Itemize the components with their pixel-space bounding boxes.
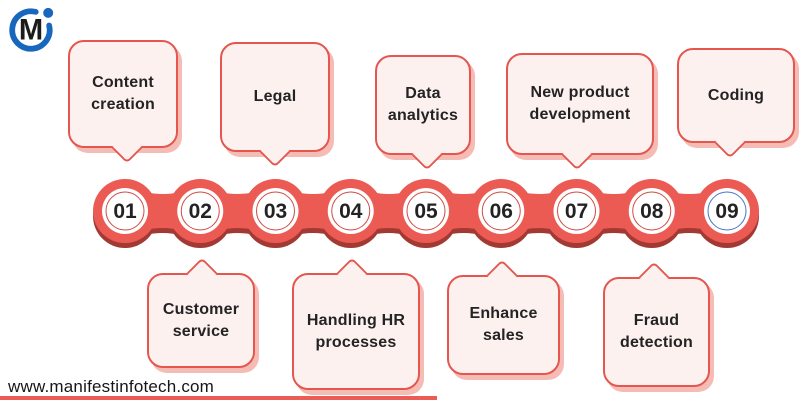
website-url: www.manifestinfotech.com	[8, 377, 215, 396]
node-number: 01	[113, 200, 137, 223]
callout-tail	[259, 136, 291, 168]
node-ring	[632, 191, 672, 231]
node-inner-circle	[252, 188, 299, 234]
node-number: 05	[414, 200, 438, 223]
node-inner-circle	[553, 188, 600, 234]
callout-tail	[638, 261, 670, 293]
node-inner-circle	[628, 188, 675, 234]
node-ring	[105, 191, 145, 231]
logo-ring	[9, 8, 53, 52]
callout-tail	[336, 257, 368, 289]
process-chain: 01 02 03 04 05 06 07 08 09	[93, 179, 759, 248]
callout-label: Handling HR processes	[306, 311, 406, 351]
callout-legal: Legal	[220, 42, 330, 168]
callout-label: Customer service	[162, 300, 240, 340]
callout-tail	[186, 257, 218, 289]
callout-tail	[486, 259, 518, 291]
callout-new-product-development: New product development	[506, 53, 654, 171]
node-number: 09	[715, 200, 738, 223]
company-logo: M	[9, 7, 54, 52]
footer-accent-bar	[0, 396, 437, 400]
node-ring	[481, 191, 521, 231]
callout-data-analytics: Data analytics	[375, 55, 471, 171]
node-ring	[707, 191, 747, 231]
node-ring	[256, 191, 295, 231]
node-ring	[331, 191, 371, 231]
callout-label: New product development	[529, 84, 631, 123]
node-inner-circle	[177, 188, 224, 234]
node-number: 06	[490, 200, 513, 223]
node-number: 03	[264, 200, 287, 223]
callout-label: Legal	[253, 88, 297, 106]
node-inner-circle	[403, 188, 449, 234]
node-inner-circle	[102, 188, 148, 234]
callout-tail	[714, 127, 746, 159]
node-inner-circle	[327, 188, 374, 234]
callout-label: Fraud detection	[620, 312, 693, 351]
node-number: 02	[189, 200, 212, 223]
node-number: 04	[339, 200, 363, 223]
logo-dot-icon	[43, 7, 54, 18]
callout-label: Data analytics	[387, 85, 459, 124]
node-ring	[557, 191, 596, 231]
callout-handling-hr-processes: Handling HR processes	[292, 257, 420, 390]
logo-letter: M	[19, 14, 43, 46]
callout-enhance-sales: Enhance sales	[447, 259, 560, 375]
node-number: 08	[640, 200, 664, 223]
node-ring	[180, 191, 220, 231]
callout-label: Enhance sales	[469, 305, 538, 344]
callout-label: Coding	[707, 86, 765, 104]
node-inner-circle	[478, 188, 525, 234]
node-number: 07	[565, 200, 588, 223]
node-inner-circle	[704, 188, 750, 234]
callout-customer-service: Customer service	[147, 257, 255, 368]
callout-coding: Coding	[677, 48, 795, 159]
callout-fraud-detection: Fraud detection	[603, 261, 710, 387]
callout-content-creation: Content creation	[68, 40, 178, 164]
callout-label: Content creation	[91, 74, 155, 113]
node-ring	[406, 191, 446, 231]
callout-tail	[111, 132, 143, 164]
